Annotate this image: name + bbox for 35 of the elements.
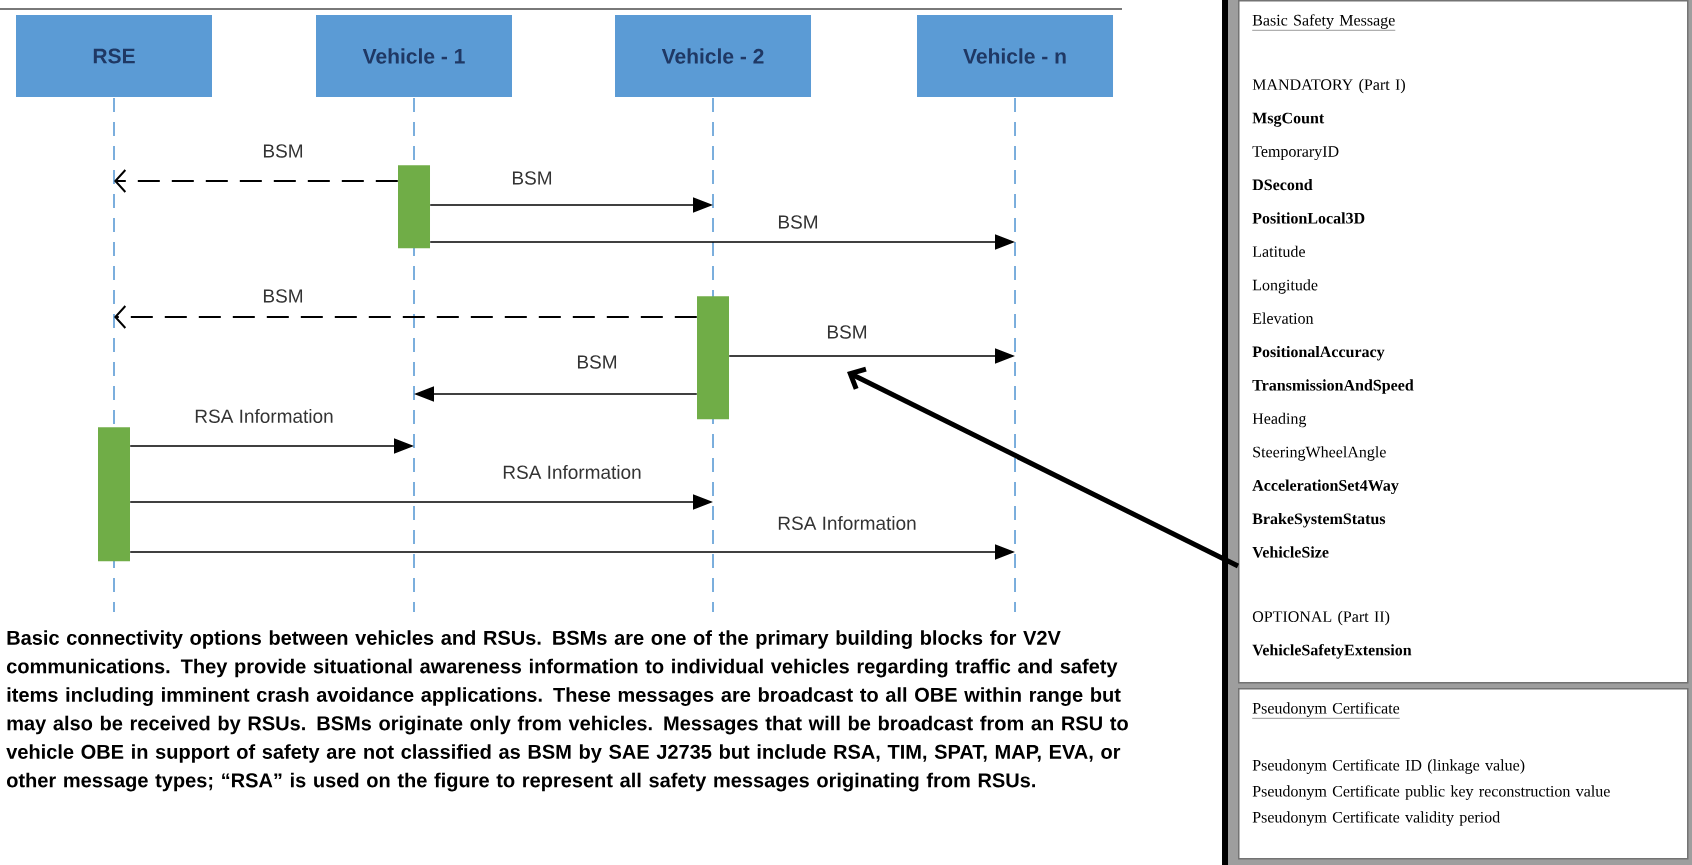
field-name: Heading [1252,412,1307,428]
lifeline-header: Vehicle - 1 [316,15,512,97]
field-name: VehicleSize [1252,546,1329,558]
activation-bar [98,427,130,562]
field-name: MANDATORY (Part I) [1252,78,1405,94]
field-name: MsgCount [1252,112,1325,127]
message-arrow [114,305,698,329]
field-name: TemporaryID [1252,146,1339,161]
lifeline-header: Vehicle - 2 [615,15,811,97]
field-name: TransmissionAndSpeed [1252,379,1414,394]
panel-heading: Pseudonym Certificate [1252,702,1400,719]
field-name: Latitude [1252,245,1305,257]
panel-heading: Basic Safety Message [1252,14,1396,31]
activation-bar [697,296,729,420]
lifeline-header: RSE [16,15,212,97]
leader-arrow [847,366,1240,569]
field-name: SteeringWheelAngle [1253,446,1386,461]
message-panel [1238,0,1689,684]
field-name: Pseudonym Certificate public key reconstruction value [1252,785,1610,800]
field-name: Pseudonym Certificate ID (linkage value) [1252,759,1525,774]
message-arrow [114,169,399,193]
message-panel [1238,688,1689,860]
field-name: Elevation [1252,312,1314,324]
field-name: DSecond [1252,178,1313,191]
field-name: OPTIONAL (Part II) [1252,610,1390,626]
field-name: BrakeSystemStatus [1252,512,1386,528]
field-name: Pseudonym Certificate validity period [1252,811,1500,826]
lifeline-header: Vehicle - n [917,15,1113,97]
caption: Basic connectivity options between vehicles and RSUs. BSMs are one of the primary building blocks for V2V communications. They provide situational awareness information to individual vehicles regarding traffic and safety items including imminent crash avoidance applications. These messages are broadcast to all OBE within range but may also be received by RSUs. BSMs originate only from vehicles. Messages that will be broadcast from an RSU to vehicle OBE in support of safety are not classified as BSM by SAE J2735 but include RSA, TIM, SPAT, MAP, EVA, or other message types; “RSA” is used on the figure to represent all safety messages originating from RSUs. [6,630,1128,792]
field-name: AccelerationSet4Way [1252,479,1399,495]
field-name: PositionLocal3D [1252,212,1365,224]
field-name: Longitude [1252,279,1318,294]
activation-bar [398,165,430,249]
field-name: PositionalAccuracy [1252,345,1385,361]
field-name: VehicleSafetyExtension [1252,644,1412,659]
